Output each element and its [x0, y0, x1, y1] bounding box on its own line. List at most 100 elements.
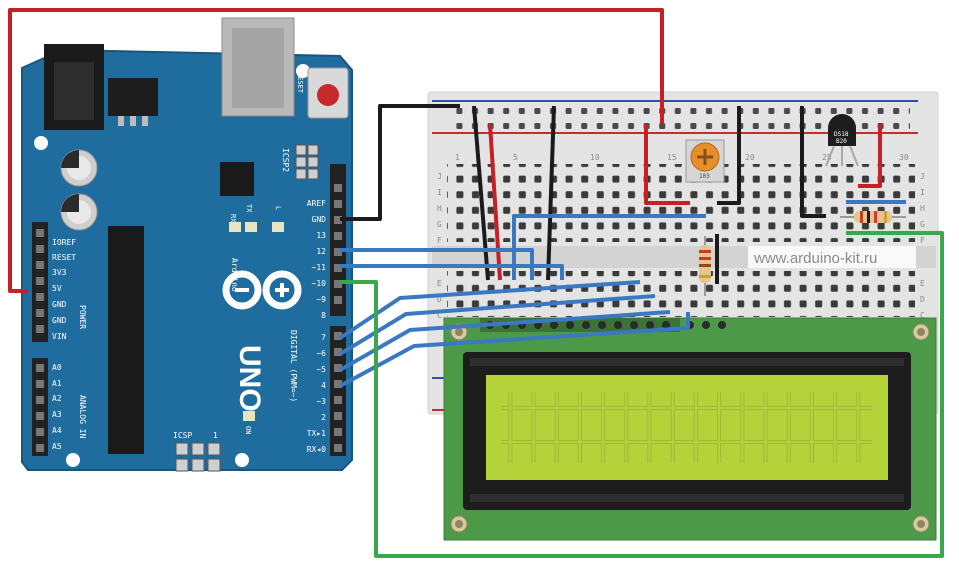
resistor-pullup	[840, 211, 906, 223]
mount-hole	[66, 453, 80, 467]
usb-chip	[220, 162, 254, 196]
wire-black-jumper-sensor	[800, 106, 826, 218]
pin-label-11: ~11	[312, 263, 327, 272]
rx-led	[229, 222, 241, 232]
col-number-30: 30	[899, 153, 909, 162]
uno-model-label: UNO	[233, 345, 266, 412]
icsp-label: ICSP	[173, 431, 192, 440]
pin-label-gnd-digital: GND	[312, 215, 327, 224]
pot-label: 103	[699, 173, 710, 180]
temperature-sensor: DS18 B20	[825, 114, 859, 167]
pin-label-4: 4	[321, 381, 326, 390]
capacitor	[60, 149, 98, 187]
wire-blue-11	[340, 264, 564, 280]
lcd-character-grid	[501, 392, 872, 463]
wire-5v-red	[8, 8, 664, 293]
row-letter-j-right: J	[920, 172, 925, 181]
row-letter-h-right: H	[920, 204, 925, 213]
arduino-logo	[222, 270, 302, 310]
voltage-regulator	[108, 78, 158, 116]
rx-led-label: RX	[229, 214, 237, 223]
row-letter-d: D	[437, 295, 442, 304]
row-letter-g-right: G	[920, 220, 925, 229]
pin-label-a0: A0	[52, 363, 62, 372]
wire-green-data	[340, 231, 944, 558]
analog-header	[32, 358, 48, 456]
microcontroller-chip	[108, 226, 144, 454]
col-number-20: 20	[745, 153, 755, 162]
pin-label-9: ~9	[316, 295, 326, 304]
digital-pwm-label: DIGITAL (PWM=~)	[289, 330, 298, 402]
reset-button-cap[interactable]	[317, 84, 339, 106]
pin-label-a2: A2	[52, 394, 62, 403]
col-number-5: 5	[513, 153, 518, 162]
mount-hole	[296, 64, 310, 78]
sensor-label-line2: B20	[836, 138, 847, 145]
row-letter-f-right: F	[920, 236, 925, 245]
row-letter-c-right: C	[920, 311, 925, 320]
pin-label-tx1: TX▸1	[307, 429, 326, 438]
pin-label-a1: A1	[52, 379, 62, 388]
resistor-backlight	[699, 236, 711, 296]
pin-label-rx0: RX◂0	[307, 445, 326, 454]
pin-label-ioref: IOREF	[52, 238, 76, 247]
pin-label-aref: AREF	[307, 199, 326, 208]
row-letter-i-right: I	[920, 188, 925, 197]
row-letter-c: C	[437, 311, 442, 320]
pin-label-a4: A4	[52, 426, 62, 435]
row-letter-f: F	[437, 236, 442, 245]
arduino-brand: Arduino	[230, 258, 239, 292]
lcd-module	[443, 317, 937, 541]
l-led-label: L	[274, 206, 282, 210]
l-led	[272, 222, 284, 232]
col-number-10: 10	[590, 153, 600, 162]
power-label: POWER	[78, 305, 87, 329]
col-number-1: 1	[455, 153, 460, 162]
reset-label: RESET	[296, 72, 304, 94]
pin-label-5: ~5	[316, 365, 326, 374]
wire-blue-sensor-data	[512, 214, 706, 280]
wire-blue-7	[338, 280, 641, 340]
sensor-label-line1: DS18	[834, 131, 849, 138]
pin-label-3v3: 3V3	[52, 268, 67, 277]
pin-label-2: 2	[321, 413, 326, 422]
potentiometer[interactable]: 103	[685, 139, 725, 183]
icsp-pin1-label: 1	[213, 431, 218, 440]
row-letter-e: E	[437, 279, 442, 288]
wire-blue-6	[338, 294, 656, 356]
pin-label-6: ~6	[316, 349, 326, 358]
on-label: ON	[244, 426, 252, 434]
row-letter-d-right: D	[920, 295, 925, 304]
tx-led-label: TX	[245, 204, 253, 213]
analog-in-label: ANALOG IN	[78, 395, 87, 439]
wire-red-jumper-pot	[644, 124, 690, 205]
terminal-strip-bottom	[447, 271, 915, 317]
pin-label-a5: A5	[52, 442, 62, 451]
watermark-bg	[748, 246, 916, 268]
wire-gnd-black	[340, 104, 460, 221]
pin-label-7: 7	[321, 333, 326, 342]
pin-label-10: ~10	[312, 279, 327, 288]
wire-blue-12	[340, 248, 534, 280]
wire-blue-5	[339, 310, 671, 372]
pin-label-3: ~3	[316, 397, 326, 406]
pin-label-gnd-2: GND	[52, 316, 67, 325]
watermark-text: www.arduino-kit.ru	[753, 250, 877, 267]
row-letter-e-right: E	[920, 279, 925, 288]
on-led	[243, 411, 255, 421]
icsp2-header	[295, 144, 319, 180]
icsp-header	[175, 442, 221, 472]
pin-label-13: 13	[316, 231, 326, 240]
icsp2-label: ICSP2	[281, 148, 290, 172]
wire-black-jumper-2	[546, 105, 556, 281]
row-letter-j: J	[437, 172, 442, 181]
tx-led	[245, 222, 257, 232]
row-letter-h: H	[437, 204, 442, 213]
wire-red-jumper-sensor	[858, 124, 882, 188]
pin-label-8: 8	[321, 311, 326, 320]
pin-label-a3: A3	[52, 410, 62, 419]
arduino-board: RESET ICSP2 RX TX L Arduino UNO ON ICSP	[21, 17, 353, 472]
row-letter-i: I	[437, 188, 442, 197]
digital-header-bottom	[330, 326, 346, 456]
